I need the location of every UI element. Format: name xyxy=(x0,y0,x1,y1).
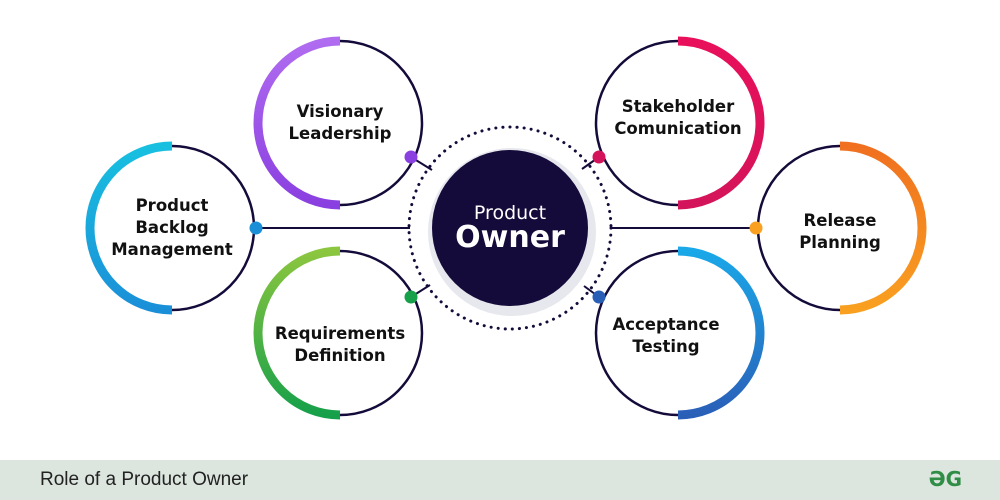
node-acceptance-testing xyxy=(592,246,765,420)
footer-bar: Role of a Product Owner ƏG xyxy=(0,460,1000,500)
node-requirements-definition xyxy=(253,246,424,420)
node-accent-arc xyxy=(677,246,765,420)
node-product-backlog-management xyxy=(85,141,263,315)
node-accent-arc xyxy=(253,246,341,420)
center-label: Product Owner xyxy=(455,203,565,253)
node-accent-arc xyxy=(253,36,341,210)
node-connector-dot xyxy=(592,150,606,164)
center-label-line1: Product xyxy=(473,202,547,224)
node-connector-dot xyxy=(404,150,418,164)
node-accent-arc xyxy=(839,141,927,315)
gfg-logo: ƏG xyxy=(928,467,962,491)
diagram-canvas xyxy=(85,36,927,420)
node-release-planning xyxy=(749,141,927,315)
node-accent-arc xyxy=(677,36,765,210)
node-accent-arc xyxy=(85,141,173,315)
center-label-line2: Owner xyxy=(455,220,565,255)
center-circle xyxy=(432,150,588,306)
node-connector-dot xyxy=(749,221,763,235)
dotted-ring xyxy=(407,125,613,331)
node-stakeholder-communication xyxy=(592,36,765,210)
node-connector-dot xyxy=(249,221,263,235)
node-connector-dot xyxy=(404,290,418,304)
node-visionary-leadership xyxy=(253,36,424,210)
node-connector-dot xyxy=(592,290,606,304)
footer-title: Role of a Product Owner xyxy=(40,469,249,490)
